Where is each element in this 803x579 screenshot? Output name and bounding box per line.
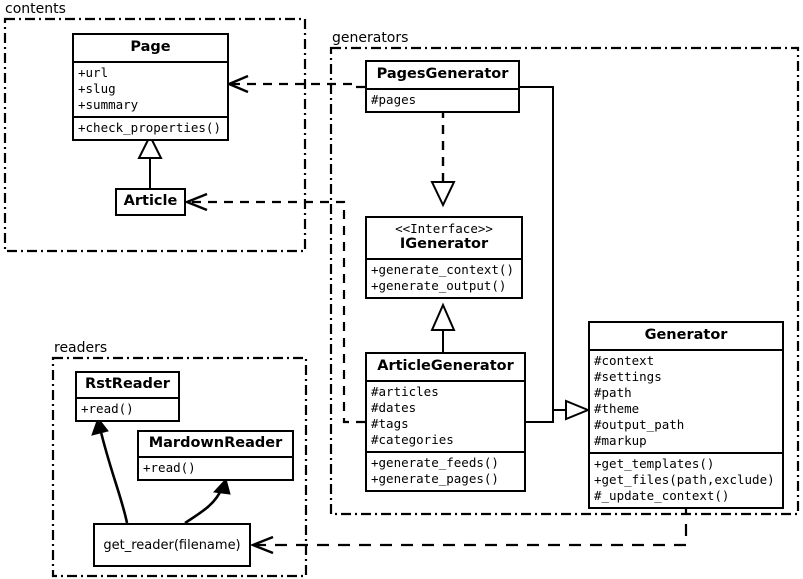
class-page-attributes: +url +slug +summary [74, 60, 227, 116]
relation-articlegenerator-inherits-igenerator [430, 302, 456, 352]
attribute: +url [78, 64, 109, 80]
package-frame-contents [3, 17, 307, 253]
method: +generate_output() [371, 278, 507, 294]
class-mardown-reader[interactable]: MardownReader +read() [137, 430, 294, 481]
relation-article-inherits-page [137, 133, 163, 189]
class-igenerator-stereotype: <<Interface>> [395, 221, 493, 236]
class-article-title: Article [123, 193, 178, 209]
relation-pagesgenerator-aggregation-generator [519, 86, 591, 421]
class-igenerator-title-block: <<Interface>> IGenerator [367, 218, 521, 258]
class-pages-generator-attributes: #pages [367, 87, 518, 111]
class-page-title: Page [130, 39, 171, 55]
package-label-generators: generators [332, 30, 409, 46]
package-frame-readers [51, 356, 308, 578]
class-mardown-reader-title: MardownReader [148, 435, 283, 451]
package-frame-generators [329, 46, 800, 516]
attribute: #dates [371, 399, 417, 415]
relation-get_reader-returns-mardownreader [184, 477, 231, 525]
class-article[interactable]: Article [115, 188, 186, 216]
attribute: #categories [371, 431, 454, 447]
package-label-readers: readers [54, 340, 108, 356]
method: +check_properties() [78, 119, 221, 135]
class-igenerator[interactable]: <<Interface>> IGenerator +generate_conte… [365, 216, 523, 300]
attribute: #context [594, 352, 655, 368]
attribute: #path [594, 384, 632, 400]
class-article-generator-methods: +generate_feeds() +generate_pages() [367, 450, 524, 490]
class-pages-generator[interactable]: PagesGenerator #pages [365, 60, 520, 113]
relation-generator-depends-get_reader [249, 503, 688, 555]
relation-get_reader-returns-rstreader [91, 416, 129, 524]
method: +generate_context() [371, 262, 514, 278]
function-get-reader[interactable]: get_reader(filename) [93, 523, 251, 567]
class-mardown-reader-methods: +read() [139, 455, 292, 479]
method: +generate_pages() [371, 470, 499, 486]
relation-articlegenerator-depends-article [183, 192, 365, 424]
class-article-generator-title: ArticleGenerator [377, 358, 514, 374]
class-generator[interactable]: Generator #context #settings #path #them… [588, 321, 784, 509]
attribute: #articles [371, 383, 439, 399]
attribute: #theme [594, 400, 640, 416]
method: +get_templates() [594, 455, 715, 471]
package-label-contents: contents [5, 1, 66, 17]
attribute: #pages [371, 91, 417, 107]
class-rst-reader[interactable]: RstReader +read() [75, 371, 180, 422]
relation-pagesgenerator-realizes-igenerator [430, 109, 456, 208]
relation-pagesgenerator-depends-page [225, 74, 365, 94]
attribute: #markup [594, 432, 647, 448]
class-generator-attributes: #context #settings #path #theme #output_… [590, 348, 782, 452]
class-article-generator[interactable]: ArticleGenerator #articles #dates #tags … [365, 352, 526, 492]
relation-articlegenerator-aggregation-generator [526, 410, 554, 423]
class-igenerator-title: IGenerator [399, 236, 489, 253]
attribute: #output_path [594, 416, 685, 432]
class-pages-generator-title: PagesGenerator [376, 66, 509, 82]
class-rst-reader-methods: +read() [77, 396, 178, 420]
method: +read() [143, 459, 196, 475]
method: #_update_context() [594, 487, 730, 503]
attribute: #settings [594, 368, 662, 384]
class-page[interactable]: Page +url +slug +summary +check_properti… [72, 33, 229, 141]
method: +generate_feeds() [371, 454, 499, 470]
class-generator-methods: +get_templates() +get_files(path,exclude… [590, 451, 782, 507]
attribute: +slug [78, 80, 116, 96]
method: +read() [81, 400, 134, 416]
class-generator-title: Generator [644, 327, 728, 343]
function-get-reader-label: get_reader(filename) [103, 537, 241, 553]
attribute: #tags [371, 415, 409, 431]
method: +get_files(path,exclude) [594, 471, 775, 487]
attribute: +summary [78, 96, 139, 112]
class-page-methods: +check_properties() [74, 115, 227, 139]
class-igenerator-methods: +generate_context() +generate_output() [367, 258, 521, 297]
class-article-generator-attributes: #articles #dates #tags #categories [367, 379, 524, 451]
class-rst-reader-title: RstReader [85, 376, 170, 392]
